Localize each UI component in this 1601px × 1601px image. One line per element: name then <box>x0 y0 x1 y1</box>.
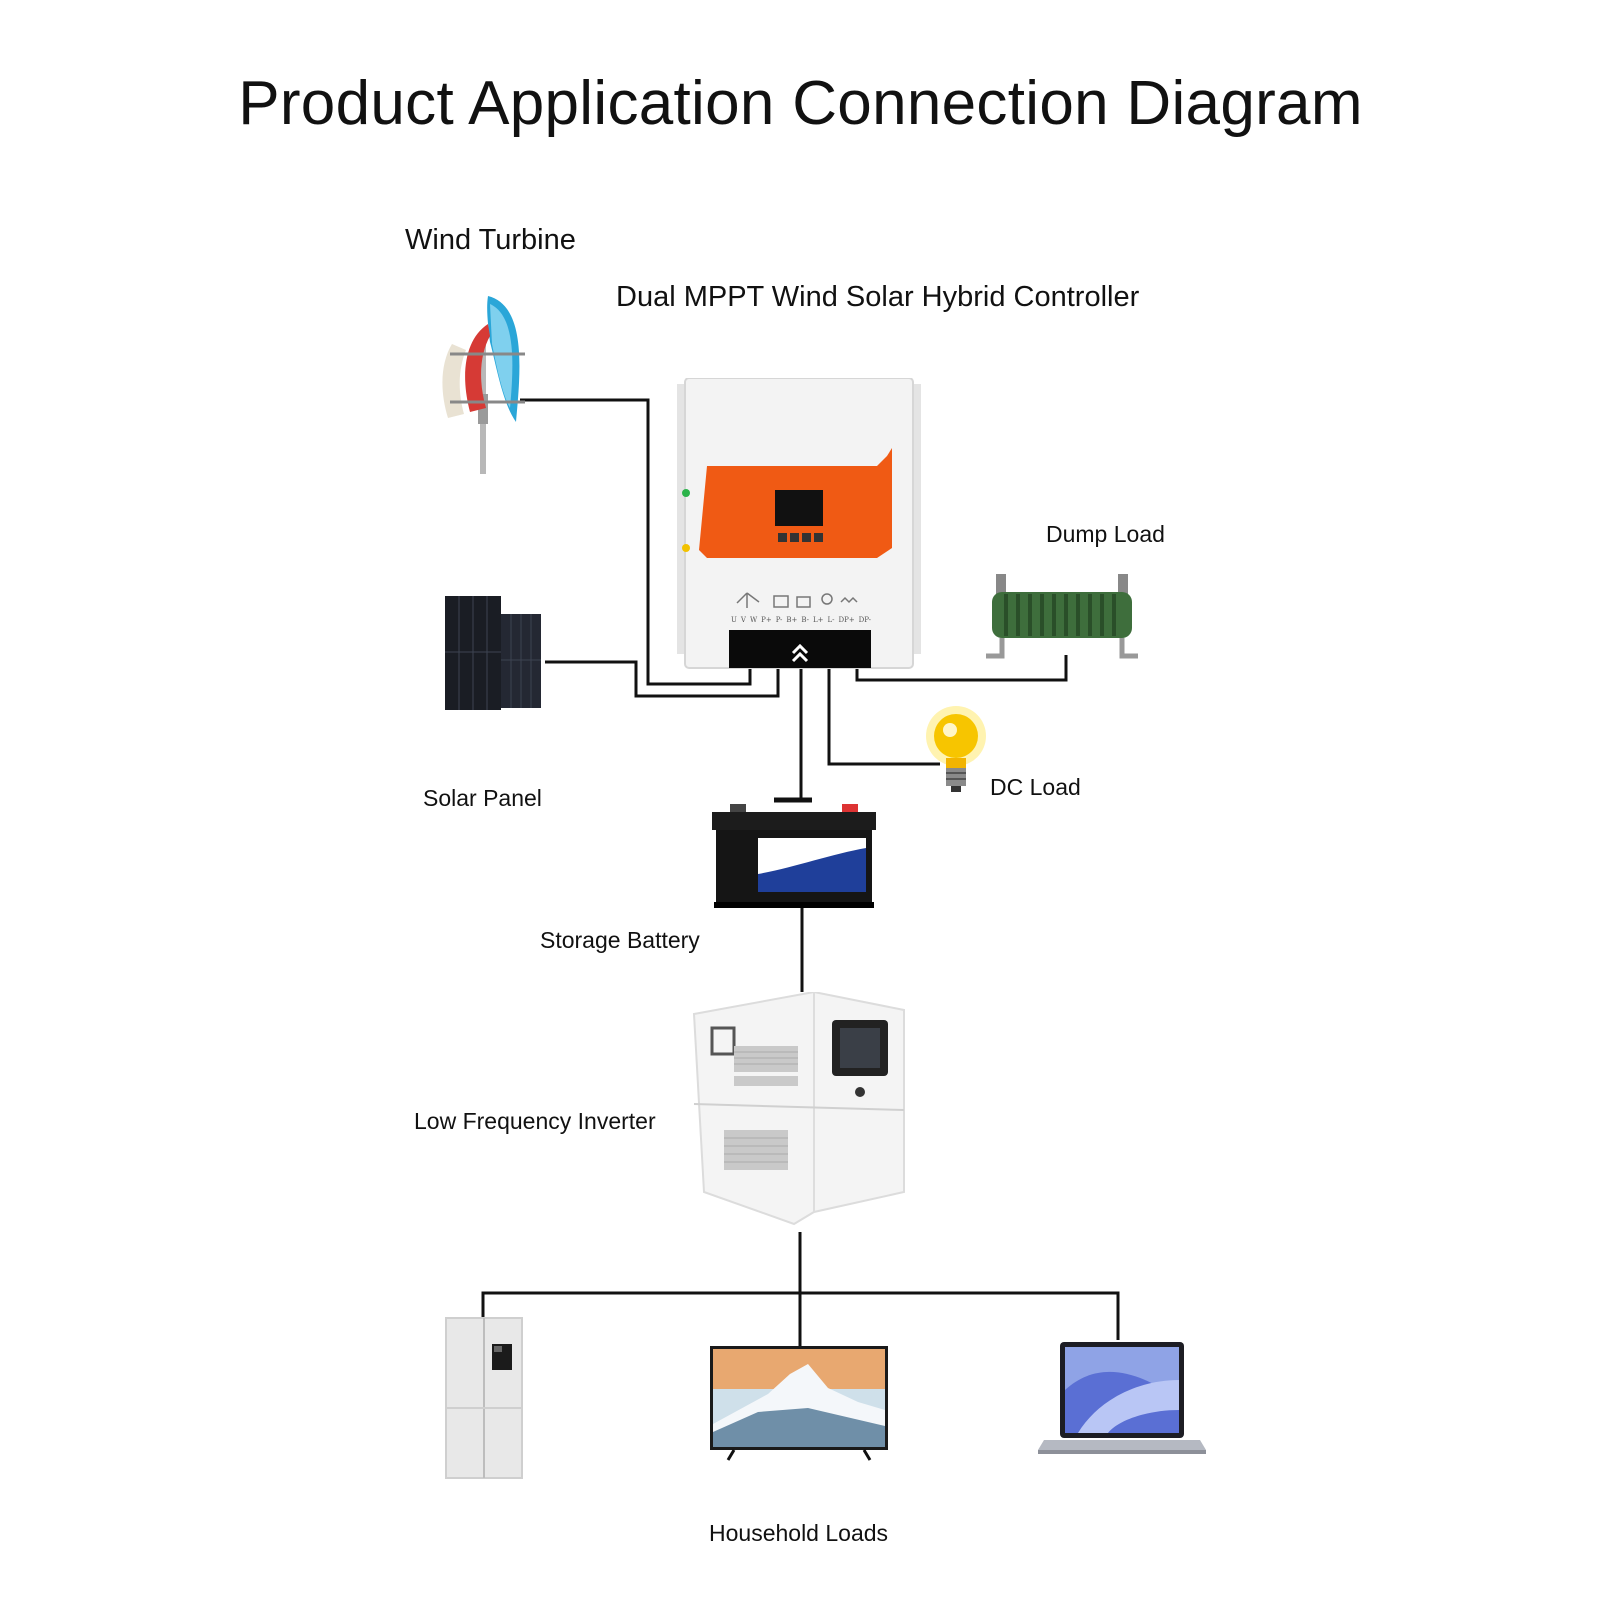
label-storage-battery: Storage Battery <box>540 927 700 953</box>
refrigerator-icon <box>445 1317 523 1479</box>
inverter-icon <box>692 992 905 1226</box>
wire-dump-load <box>855 655 1068 682</box>
wind-turbine-icon <box>442 296 525 474</box>
dump-load-resistor-icon <box>986 574 1138 659</box>
label-wind-turbine: Wind Turbine <box>405 224 576 256</box>
label-dc-load: DC Load <box>990 774 1081 800</box>
label-controller: Dual MPPT Wind Solar Hybrid Controller <box>616 281 1140 313</box>
page-title: Product Application Connection Diagram <box>238 69 1363 138</box>
storage-battery-icon <box>712 797 876 908</box>
wire-solar-panel <box>545 660 780 698</box>
label-solar-panel: Solar Panel <box>423 785 542 811</box>
light-bulb-icon <box>926 706 986 792</box>
wire-household-bus <box>481 1291 1120 1340</box>
laptop-icon <box>1038 1342 1206 1454</box>
television-icon <box>710 1346 888 1461</box>
wire-dc-load <box>827 668 940 766</box>
terminal-labels: U V W P+ P- B+ B- L+ L- DP+ DP- <box>731 616 871 624</box>
label-dump-load: Dump Load <box>1046 521 1165 547</box>
solar-panel-icon <box>445 596 541 710</box>
hybrid-controller <box>677 378 921 669</box>
label-household-loads: Household Loads <box>709 1520 889 1546</box>
label-inverter: Low Frequency Inverter <box>414 1108 656 1134</box>
wire-wind-turbine <box>520 398 752 686</box>
